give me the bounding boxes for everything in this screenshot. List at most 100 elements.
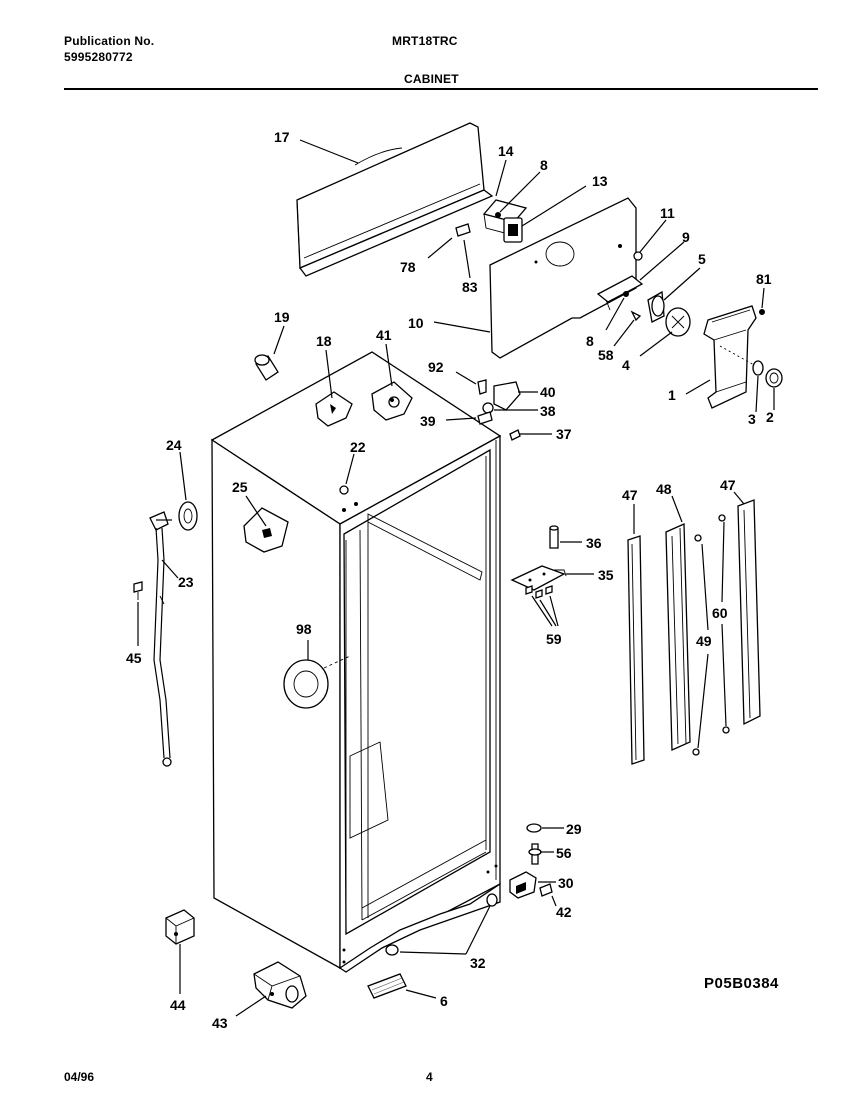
leader-14 (495, 159, 507, 197)
part-37-pin (509, 429, 521, 441)
publication-number: 5995280772 (64, 50, 133, 64)
callout-41: 41 (376, 327, 392, 343)
callout-36: 36 (586, 535, 602, 551)
part-41-housing (371, 381, 413, 421)
part-8-screw-top (495, 212, 501, 218)
part-47-strip-left (627, 535, 645, 765)
callout-38: 38 (540, 403, 556, 419)
part-1-handle (703, 305, 757, 409)
callout-30: 30 (558, 875, 574, 891)
callout-22: 22 (350, 439, 366, 455)
part-43-roller-bracket (253, 961, 307, 1009)
leader-92 (455, 371, 477, 385)
leader-5 (663, 267, 701, 301)
callout-1: 1 (668, 387, 676, 403)
leader-18 (325, 349, 333, 399)
callout-19: 19 (274, 309, 290, 325)
callout-17: 17 (274, 129, 290, 145)
callout-35: 35 (598, 567, 614, 583)
part-22-plug (339, 485, 349, 495)
part-3-bushing (752, 360, 764, 376)
handle-axis (719, 345, 757, 367)
publication-label: Publication No. (64, 34, 155, 48)
leader-39 (445, 417, 477, 421)
leader-24 (179, 451, 187, 501)
part-32-plug-b (385, 944, 399, 956)
callout-24: 24 (166, 437, 182, 453)
callout-58: 58 (598, 347, 614, 363)
part-6-grille (367, 973, 407, 999)
callout-4: 4 (622, 357, 630, 373)
leader-49 (697, 543, 709, 749)
part-92-screw (477, 379, 487, 395)
callout-49: 49 (696, 633, 712, 649)
part-56-pin (528, 843, 542, 865)
part-42-screw (539, 883, 553, 897)
leader-48 (671, 495, 683, 523)
leader-19 (273, 325, 285, 355)
leader-1 (685, 379, 711, 395)
model-number: MRT18TRC (392, 34, 458, 48)
part-83-clip (455, 223, 471, 237)
leader-3 (755, 375, 759, 413)
part-5-damper (647, 290, 665, 323)
callout-47-left: 47 (622, 487, 638, 503)
callout-78: 78 (400, 259, 416, 275)
part-58-pin (630, 310, 642, 322)
callout-81: 81 (756, 271, 772, 287)
part-60-screws (718, 514, 730, 734)
part-24-grommet (178, 501, 198, 531)
part-32-plug-a (486, 893, 498, 907)
callout-60: 60 (712, 605, 728, 621)
part-19-plug (254, 354, 279, 381)
part-45-clip (133, 581, 165, 605)
callout-92: 92 (428, 359, 444, 375)
part-30-leveler (509, 871, 537, 899)
leader-8b (605, 297, 625, 331)
part-36-hinge-pin (549, 525, 559, 549)
footer-date: 04/96 (64, 1070, 95, 1084)
leader-25 (245, 495, 267, 527)
callout-37: 37 (556, 426, 572, 442)
part-48-strip-middle (665, 523, 691, 751)
leader-43 (235, 995, 267, 1017)
callout-18: 18 (316, 333, 332, 349)
part-59-screws (525, 585, 553, 599)
diagram-code: P05B0384 (704, 975, 779, 992)
callout-3: 3 (748, 411, 756, 427)
callout-10: 10 (408, 315, 424, 331)
part-29-washer (526, 823, 542, 833)
leader-58 (613, 319, 635, 347)
part-38-washer (482, 402, 494, 414)
callout-40: 40 (540, 384, 556, 400)
leader-17 (299, 139, 359, 164)
callout-48: 48 (656, 481, 672, 497)
part-17-top-cover (296, 122, 494, 277)
part-98-grommet (283, 655, 351, 709)
leader-13 (521, 185, 587, 227)
callout-11: 11 (660, 205, 675, 221)
callout-23: 23 (178, 574, 194, 590)
callout-5: 5 (698, 251, 706, 267)
callout-45: 45 (126, 650, 142, 666)
cabinet-body (210, 351, 502, 973)
leader-10 (433, 321, 491, 333)
part-8-screw-mid (623, 291, 629, 297)
leader-23 (161, 559, 179, 579)
callout-56: 56 (556, 845, 572, 861)
callout-39: 39 (420, 413, 436, 429)
leader-47b (733, 491, 745, 505)
callout-43: 43 (212, 1015, 228, 1031)
leader-59 (531, 595, 559, 627)
part-10-panel (489, 197, 637, 359)
callout-47-right: 47 (720, 477, 736, 493)
part-47-strip-right (737, 499, 761, 726)
section-title: CABINET (404, 72, 459, 86)
part-11-grommet (633, 251, 643, 261)
leader-6 (405, 989, 437, 999)
callout-83: 83 (462, 279, 478, 295)
part-23-drain-tube (149, 511, 172, 767)
callout-59: 59 (546, 631, 562, 647)
callout-9: 9 (682, 229, 690, 245)
